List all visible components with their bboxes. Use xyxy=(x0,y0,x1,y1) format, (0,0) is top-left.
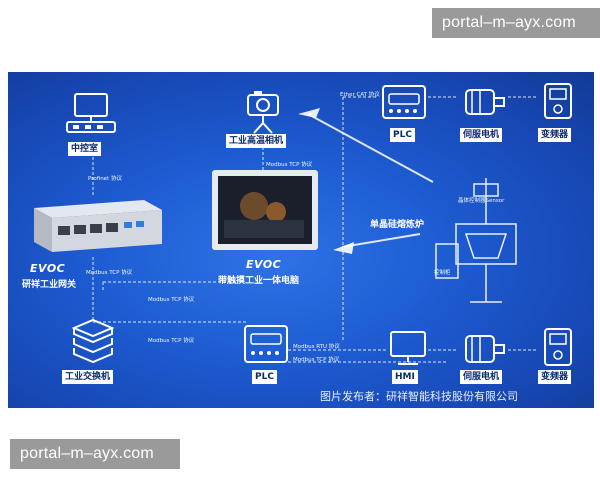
frequency-converter-bottom-icon xyxy=(544,328,572,366)
publisher-caption: 图片发布者：研祥智能科技股份有限公司 xyxy=(320,390,518,403)
furnace-label: 单晶硅熔炼炉 xyxy=(370,220,425,230)
panel-pc-label: 带触摸工业一体电脑 xyxy=(218,276,300,286)
watermark-top: portal–m–ayx.com xyxy=(432,8,600,38)
modbus-tcp-left-protocol: Modbus TCP 协议 xyxy=(148,338,195,344)
hmi-monitor-icon xyxy=(390,331,426,365)
servo-bottom-label: 伺服电机 xyxy=(460,370,503,384)
industrial-gateway-icon xyxy=(34,200,162,252)
gateway-label: 研祥工业网关 xyxy=(22,280,77,290)
vfd-top-label: 变频器 xyxy=(538,128,572,142)
plc-bottom-label: PLC xyxy=(252,370,277,384)
vfd-bottom-label: 变频器 xyxy=(538,370,572,384)
plc-bottom-icon xyxy=(244,325,288,363)
servo-top-label: 伺服电机 xyxy=(460,128,503,142)
connector-lines xyxy=(92,96,538,363)
network-switch-icon xyxy=(71,318,115,364)
plc-icon xyxy=(382,85,426,119)
furnace-sensor-label: 晶体控制器Sensor xyxy=(458,198,505,204)
evoc-logo-gateway: EVOC xyxy=(30,262,66,275)
plc-top-label: PLC xyxy=(390,128,415,142)
profinet-protocol: Profinet 协议 xyxy=(88,176,122,182)
thermal-camera-label: 工业高温相机 xyxy=(226,134,287,148)
thermal-camera-icon xyxy=(247,91,279,134)
watermark-bottom: portal–m–ayx.com xyxy=(10,439,180,469)
modbus-tcp-gateway-protocol: Modbus TCP 协议 xyxy=(86,270,133,276)
computer-terminal-icon xyxy=(66,93,116,133)
touch-panel-pc-icon xyxy=(212,170,318,250)
diagram-panel: 中控室 工业高温相机 Ether CAT 协议 PLC 伺服电机 变频器 Pro… xyxy=(8,72,594,408)
silicon-furnace-icon xyxy=(435,178,517,303)
servo-motor-icon xyxy=(465,89,505,115)
switch-label: 工业交换机 xyxy=(62,370,114,384)
frequency-converter-icon xyxy=(544,83,572,119)
modbus-tcp-mid-protocol: Modbus TCP 协议 xyxy=(148,297,195,303)
control-room-label: 中控室 xyxy=(68,142,102,156)
servo-motor-bottom-icon xyxy=(465,335,505,363)
modbus-tcp-camera-protocol: Modbus TCP 协议 xyxy=(266,162,313,168)
modbus-tcp-bottom-protocol: Modbus TCP 协议 xyxy=(293,357,340,363)
furnace-controller-label: 控制柜 xyxy=(434,270,451,276)
hmi-label: HMI xyxy=(392,370,418,384)
ethercat-protocol: Ether CAT 协议 xyxy=(340,92,380,98)
evoc-logo-panel-pc: EVOC xyxy=(246,258,282,271)
modbus-rtu-protocol: Modbus RTU 协议 xyxy=(293,344,340,350)
